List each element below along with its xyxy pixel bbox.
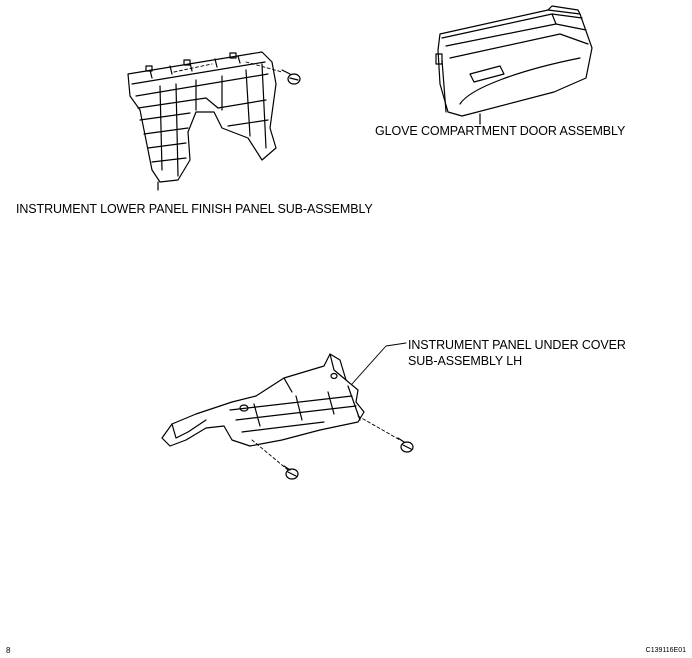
label-under-cover-line2: SUB-ASSEMBLY LH <box>408 354 523 368</box>
fastener-dash-lines-upper <box>173 61 283 73</box>
bolt-icon-left <box>283 465 299 480</box>
lower-finish-panel-drawing <box>127 51 277 191</box>
glove-compartment-drawing <box>435 5 593 125</box>
corner-mark: 8 <box>6 646 11 655</box>
clip-icon-upper <box>281 69 301 85</box>
bolt-icon-right <box>397 437 414 453</box>
under-cover-drawing <box>161 353 365 447</box>
label-under-cover-line1: INSTRUMENT PANEL UNDER COVER <box>408 338 626 352</box>
leader-line-under-cover <box>351 342 407 385</box>
figure-code: C139116E01 <box>645 647 686 654</box>
fastener-dash-lines-lower <box>251 415 401 471</box>
label-glove-compartment: GLOVE COMPARTMENT DOOR ASSEMBLY <box>375 124 626 138</box>
label-under-cover: INSTRUMENT PANEL UNDER COVER SUB-ASSEMBL… <box>408 337 626 369</box>
label-lower-finish-panel: INSTRUMENT LOWER PANEL FINISH PANEL SUB-… <box>16 202 373 216</box>
